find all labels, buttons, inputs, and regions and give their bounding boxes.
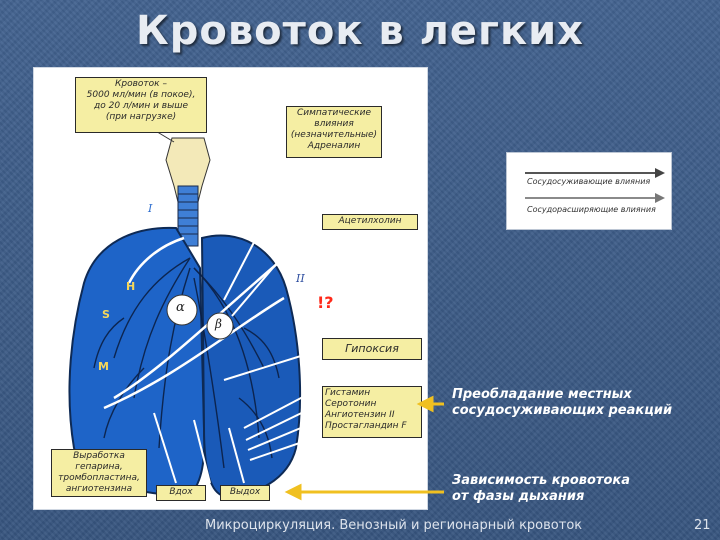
release-box: Выработка гепарина, тромбопластина, анги…	[51, 449, 147, 497]
arrow-legend: Сосудосуживающие влияния Сосудорасширяющ…	[506, 152, 672, 230]
lobe-label-h: H	[126, 280, 136, 293]
exhale-box: Выдох	[220, 485, 270, 501]
slide-footer: Микроциркуляция. Венозный и регионарный …	[205, 518, 583, 533]
hypoxia-box: Гипоксия	[322, 338, 422, 360]
lung-illustration	[68, 129, 323, 498]
local-reactions-note: Преобладание местных сосудосуживающих ре…	[452, 387, 672, 419]
inhale-box: Вдох	[156, 485, 206, 501]
legend-arrows	[525, 168, 665, 203]
lobe-label-m: M	[98, 360, 109, 373]
question-exclamation-mark: !?	[317, 293, 334, 312]
alpha-receptor-label: α	[176, 300, 185, 315]
legend-dilate-label: Сосудорасширяющие влияния	[527, 205, 656, 214]
breathing-dependence-note: Зависимость кровотока от фазы дыхания	[452, 473, 630, 505]
roman-label-one: I	[148, 202, 153, 215]
blood-flow-box: Кровоток – 5000 мл/мин (в покое), до 20 …	[75, 77, 207, 133]
sympathetic-box: Симпатические влияния (незначительные) А…	[286, 106, 382, 158]
lobe-label-s: S	[102, 308, 110, 321]
legend-constrict-label: Сосудосуживающие влияния	[527, 177, 651, 186]
slide-title: Кровоток в легких	[136, 8, 584, 54]
acetylcholine-box: Ацетилхолин	[322, 214, 418, 230]
lung-circulation-figure: Кровоток – 5000 мл/мин (в покое), до 20 …	[33, 67, 428, 510]
local-reactions-text: Преобладание местных сосудосуживающих ре…	[452, 387, 673, 418]
breathing-dependence-text: Зависимость кровотока от фазы дыхания	[452, 473, 630, 504]
page-number: 21	[694, 518, 711, 533]
local-factors-box: Гистамин Серотонин Ангиотензин II Проста…	[322, 386, 422, 438]
roman-label-two: II	[296, 272, 305, 285]
beta-receptor-label: β	[215, 317, 222, 331]
